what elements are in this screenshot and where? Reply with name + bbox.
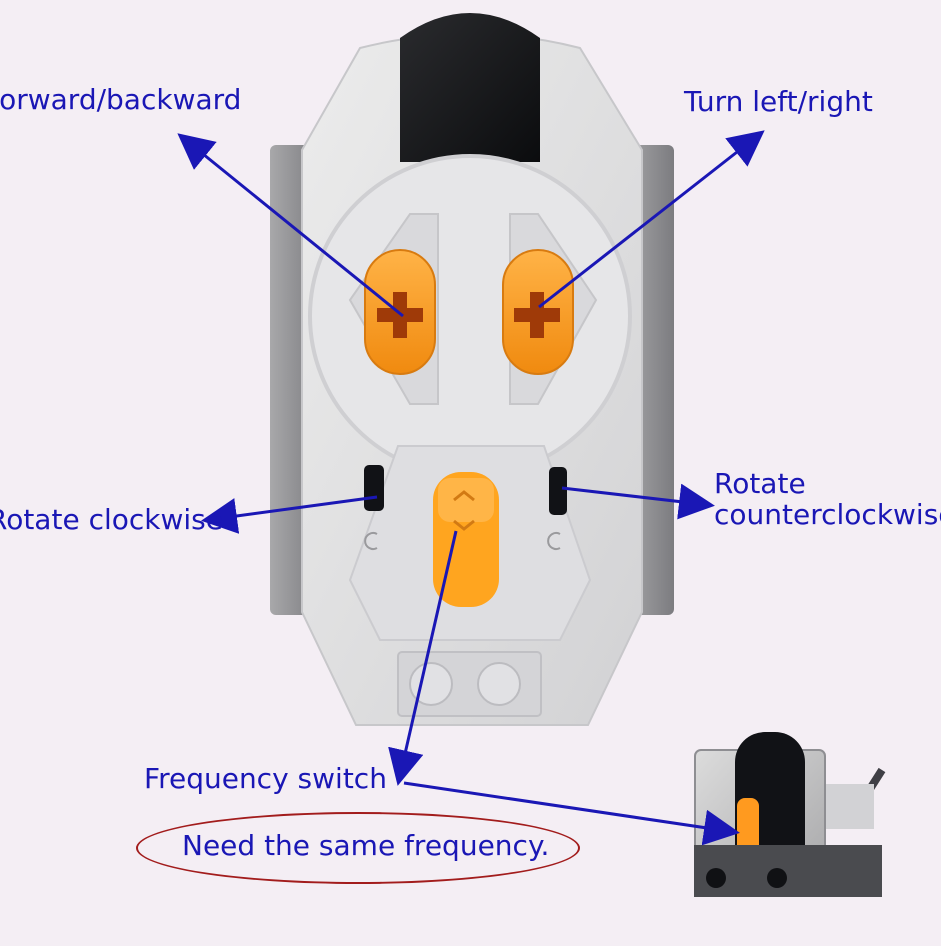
label-same-frequency-note: Need the same frequency. [182, 830, 549, 861]
receiver-side-block [826, 784, 874, 829]
receiver-hole-left [706, 868, 726, 888]
right-rotation-icon [547, 532, 561, 550]
top-cap [400, 13, 540, 162]
frequency-down-icon [453, 519, 475, 531]
left-direction-switch[interactable] [364, 465, 384, 511]
right-lever-cross-icon [514, 292, 560, 338]
arrow-forward-backward [177, 133, 404, 318]
arrow-frequency-switch [388, 530, 458, 786]
receiver-base [694, 845, 882, 897]
receiver-illustration [694, 732, 886, 897]
arrow-rotate-counterclockwise [561, 483, 715, 520]
arrow-rotate-clockwise [201, 495, 378, 534]
label-rotate-counterclockwise-line1: Rotate [714, 467, 806, 500]
label-same-frequency-note-text: Need the same frequency. [182, 829, 550, 862]
label-frequency-switch-text: Frequency switch [144, 762, 387, 795]
receiver-frequency-switch [737, 798, 759, 856]
label-rotate-clockwise: Rotate clockwise [0, 504, 223, 535]
stud-left [409, 662, 453, 706]
stud-right [477, 662, 521, 706]
label-rotate-clockwise-text: Rotate clockwise [0, 503, 223, 536]
arrow-frequency-to-receiver [403, 781, 740, 846]
label-rotate-counterclockwise-line2: counterclockwise [714, 498, 941, 532]
label-forward-backward-text: Forward/backward [0, 83, 242, 116]
left-rotation-icon [364, 532, 378, 550]
right-direction-switch[interactable] [549, 467, 567, 515]
receiver-hole-right [767, 868, 787, 888]
arrow-turn-left-right [538, 130, 765, 309]
label-turn-left-right-text: Turn left/right [684, 85, 873, 118]
label-turn-left-right: Turn left/right [684, 86, 873, 117]
label-frequency-switch: Frequency switch [144, 763, 387, 794]
frequency-up-icon [453, 490, 475, 502]
note-ellipse [136, 812, 580, 884]
label-forward-backward: Forward/backward [0, 84, 241, 115]
label-rotate-counterclockwise: Rotate counterclockwise [714, 468, 941, 531]
frequency-switch-knob [438, 478, 494, 522]
